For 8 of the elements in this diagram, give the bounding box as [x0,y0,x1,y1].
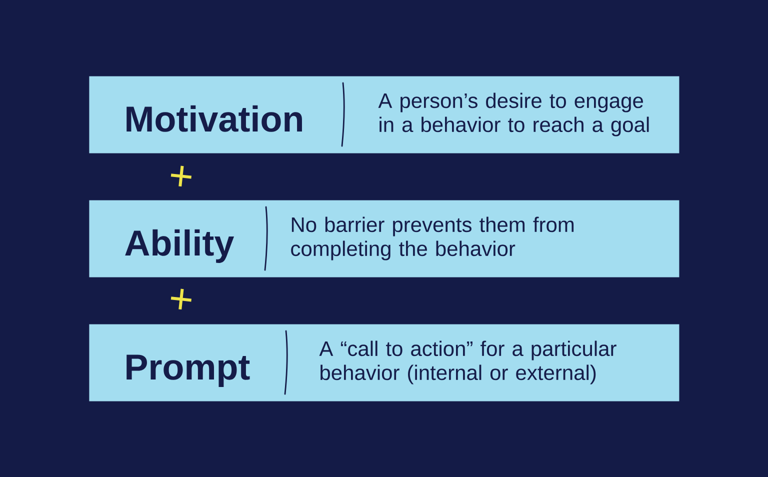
term-definition: A “call to action” for a particular behavior (internal or external) [319,340,616,384]
term-definition: No barrier prevents them from completing the behavior [291,216,574,260]
plus-sign: + [170,288,192,310]
term-word: Ability [125,229,234,263]
term-word: Prompt [126,354,250,387]
plus-sign: + [170,166,192,187]
term-word: Motivation [126,105,302,132]
term-definition: A person’s desire to engage in a behavior to reach a goal [378,92,649,136]
